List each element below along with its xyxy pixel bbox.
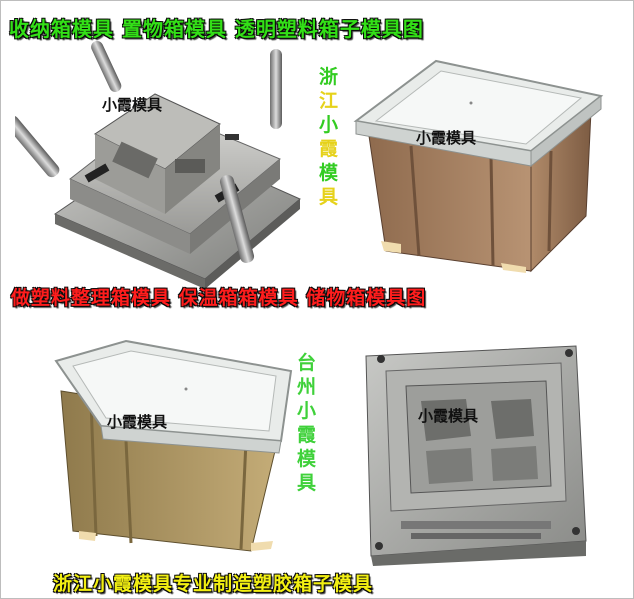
vchar: 州 bbox=[297, 376, 317, 398]
watermark-box-top: 小霞模具 bbox=[416, 129, 477, 147]
vchar: 具 bbox=[319, 186, 339, 208]
vertical-text-right-top: 浙 江 小 霞 模 具 bbox=[319, 65, 338, 209]
vchar: 模 bbox=[319, 162, 339, 184]
banner-bottom: 浙江小霞模具专业制造塑胶箱子模具 bbox=[53, 573, 374, 595]
mold-image-top-left bbox=[15, 40, 301, 289]
watermark-mold-top: 小霞模具 bbox=[102, 96, 163, 114]
vchar: 台 bbox=[297, 352, 317, 374]
vchar: 霞 bbox=[319, 138, 339, 160]
vchar: 小 bbox=[319, 114, 339, 136]
box-image-bottom-left bbox=[54, 339, 293, 552]
mold-image-bottom-right bbox=[365, 345, 587, 566]
vchar: 浙 bbox=[319, 66, 339, 88]
box-image-top-right bbox=[353, 59, 604, 273]
banner-top: 收纳箱模具 置物箱模具 透明塑料箱子模具图 bbox=[9, 17, 424, 41]
banner-middle: 做塑料整理箱模具 保温箱箱模具 储物箱模具图 bbox=[11, 287, 427, 309]
watermark-mold-bottom: 小霞模具 bbox=[418, 407, 479, 425]
vchar: 小 bbox=[297, 400, 317, 422]
vchar: 霞 bbox=[297, 424, 317, 446]
vchar: 模 bbox=[297, 448, 317, 470]
watermark-box-bottom: 小霞模具 bbox=[107, 413, 168, 431]
vchar: 江 bbox=[319, 90, 339, 112]
vchar: 具 bbox=[297, 472, 317, 494]
vertical-text-center-bottom: 台 州 小 霞 模 具 bbox=[297, 351, 316, 495]
